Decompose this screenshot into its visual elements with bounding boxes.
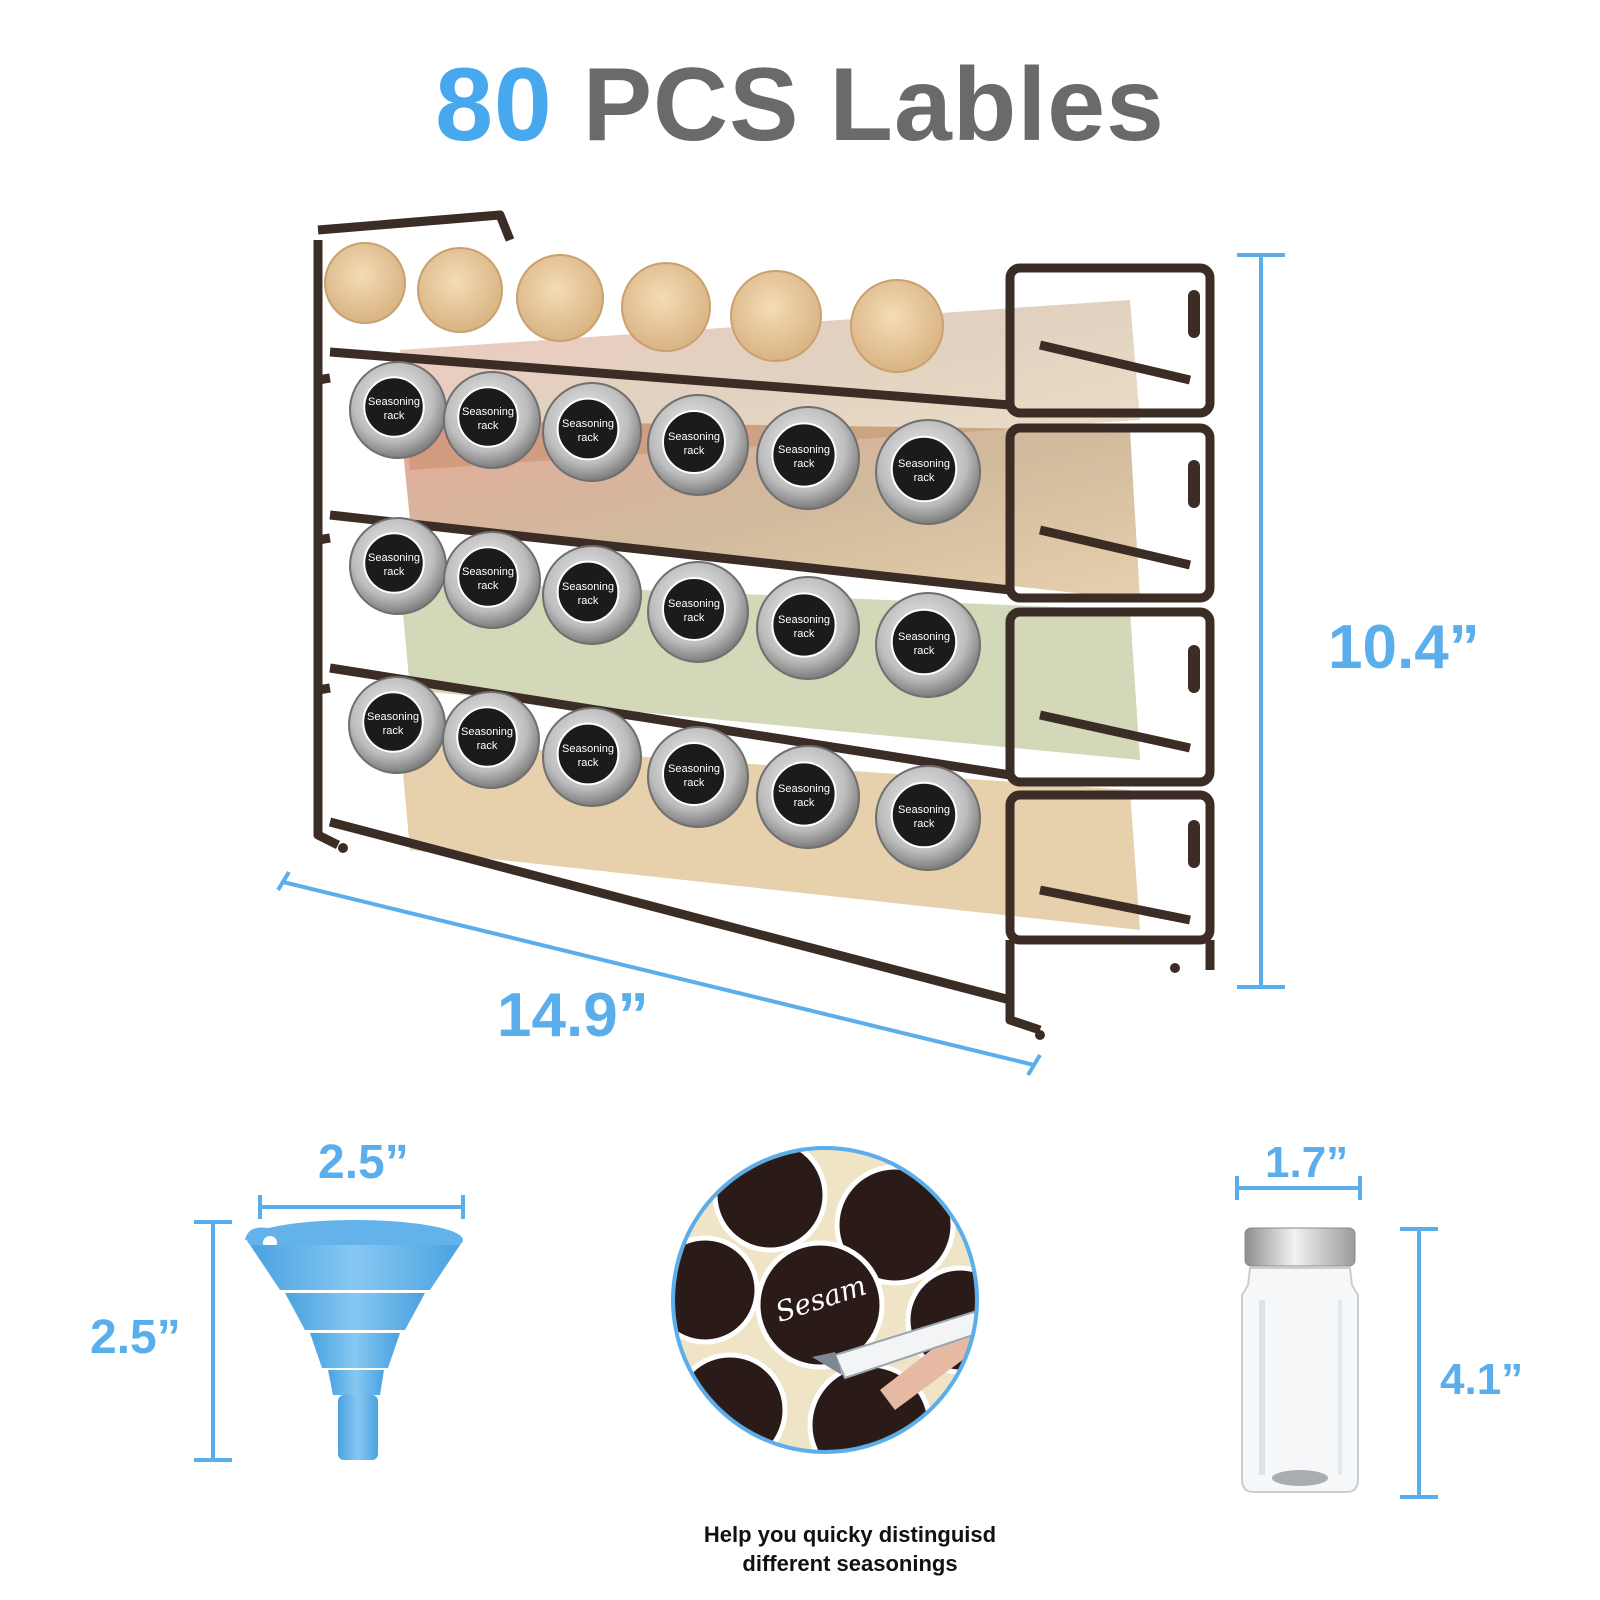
spice-jar-lid-icon: Seasoning rack [349, 517, 447, 615]
caption-line-2: different seasonings [742, 1551, 958, 1576]
spice-jar-lid-icon: Seasoning rack [349, 361, 447, 459]
headline-text: PCS Lables [582, 47, 1165, 163]
spice-jar-lid-icon: Seasoning rack [348, 676, 446, 774]
spice-jar-lid-icon: Seasoning rack [756, 745, 860, 849]
jar-label-text: Seasoning [668, 763, 720, 775]
bottle-height-dimension [1400, 1227, 1438, 1499]
wooden-cap-icon [621, 262, 711, 352]
spice-jar-lid-icon: Seasoning rack [875, 592, 981, 698]
jar-label-text: rack [914, 818, 935, 830]
jar-label-text: rack [684, 445, 705, 457]
jar-label-text: Seasoning [778, 444, 830, 456]
caption-line-1: Help you quicky distinguisd [703, 1522, 997, 1547]
jar-label-text: rack [384, 410, 405, 422]
rack-width-label: 14.9” [497, 981, 649, 1050]
spice-jar-lid-icon: Seasoning rack [647, 726, 749, 828]
spice-jar-lid-icon: Seasoning rack [442, 691, 540, 789]
jar-label-text: rack [794, 628, 815, 640]
spice-jar-lid-icon: Seasoning rack [647, 394, 749, 496]
keyhole-slots [1188, 290, 1200, 868]
spice-jar-lid-icon: Seasoning rack [542, 545, 642, 645]
wooden-cap-icon [324, 242, 406, 324]
jar-label-text: Seasoning [898, 804, 950, 816]
rack-width-dimension [276, 870, 1042, 1077]
jar-label-text: Seasoning [668, 598, 720, 610]
headline: 80 PCS Lables [0, 40, 1600, 170]
jar-label-text: rack [794, 458, 815, 470]
pen-icon [812, 1300, 975, 1410]
jar-label-text: rack [578, 595, 599, 607]
spice-jar-lid-icon: Seasoning rack [756, 406, 860, 510]
jar-label-text: rack [578, 432, 599, 444]
bottle-width-label: 1.7” [1265, 1138, 1349, 1187]
jar-label-text: rack [684, 777, 705, 789]
spice-jar-lid-icon: Seasoning rack [875, 765, 981, 871]
jar-label-text: Seasoning [562, 418, 614, 430]
collapsible-funnel-icon [245, 1220, 463, 1460]
jar-label-text: rack [383, 725, 404, 737]
jar-label-text: Seasoning [461, 726, 513, 738]
jar-label-text: rack [914, 645, 935, 657]
jar-label-text: rack [794, 797, 815, 809]
jar-label-text: rack [478, 580, 499, 592]
wooden-cap-icon [730, 270, 822, 362]
jar-label-text: rack [477, 740, 498, 752]
jar-label-text: rack [914, 472, 935, 484]
jar-label-text: Seasoning [367, 711, 419, 723]
spice-jar-lid-icon: Seasoning rack [542, 382, 642, 482]
jar-label-text: Seasoning [368, 552, 420, 564]
jar-label-text: Seasoning [898, 631, 950, 643]
jar-label-text: rack [578, 757, 599, 769]
funnel-width-label: 2.5” [318, 1136, 409, 1189]
rack-frame [313, 210, 1215, 1035]
jar-label-text: Seasoning [368, 396, 420, 408]
funnel-height-dimension [194, 1220, 232, 1462]
spice-jar-lid-icon: Seasoning rack [647, 561, 749, 663]
jar-label-text: Seasoning [668, 431, 720, 443]
spice-jar-lid-icon: Seasoning rack [756, 576, 860, 680]
bottle-width-dimension [1235, 1176, 1362, 1200]
jar-label-text: Seasoning [778, 783, 830, 795]
jar-label-text: Seasoning [898, 458, 950, 470]
spice-bottle-icon [1241, 1227, 1359, 1493]
jar-label-text: Seasoning [562, 581, 614, 593]
headline-count: 80 [435, 47, 553, 163]
rack-height-label: 10.4” [1328, 613, 1480, 682]
spice-jar-lid-icon: Seasoning rack [542, 707, 642, 807]
jar-label-text: rack [684, 612, 705, 624]
jar-label-text: Seasoning [778, 614, 830, 626]
wooden-cap-icon [417, 247, 503, 333]
jar-label-text: Seasoning [562, 743, 614, 755]
wooden-cap-icon [516, 254, 604, 342]
funnel-width-dimension [258, 1195, 465, 1219]
spice-jar-lid-icon: Seasoning rack [875, 419, 981, 525]
jar-label-text: Seasoning [462, 406, 514, 418]
jar-label-text: rack [384, 566, 405, 578]
label-sticker-sheet-icon: Sesam [671, 1146, 979, 1454]
jar-label-text: rack [478, 420, 499, 432]
wooden-caps [324, 242, 944, 373]
spice-jar-lid-icon: Seasoning rack [443, 371, 541, 469]
funnel-height-label: 2.5” [90, 1311, 181, 1364]
rack-height-dimension [1237, 253, 1285, 989]
spice-jar-lid-icon: Seasoning rack [443, 531, 541, 629]
jar-label-text: Seasoning [462, 566, 514, 578]
bottle-height-label: 4.1” [1440, 1355, 1524, 1404]
caption: Help you quicky distinguisd different se… [640, 1520, 1060, 1578]
wooden-cap-icon [850, 279, 944, 373]
